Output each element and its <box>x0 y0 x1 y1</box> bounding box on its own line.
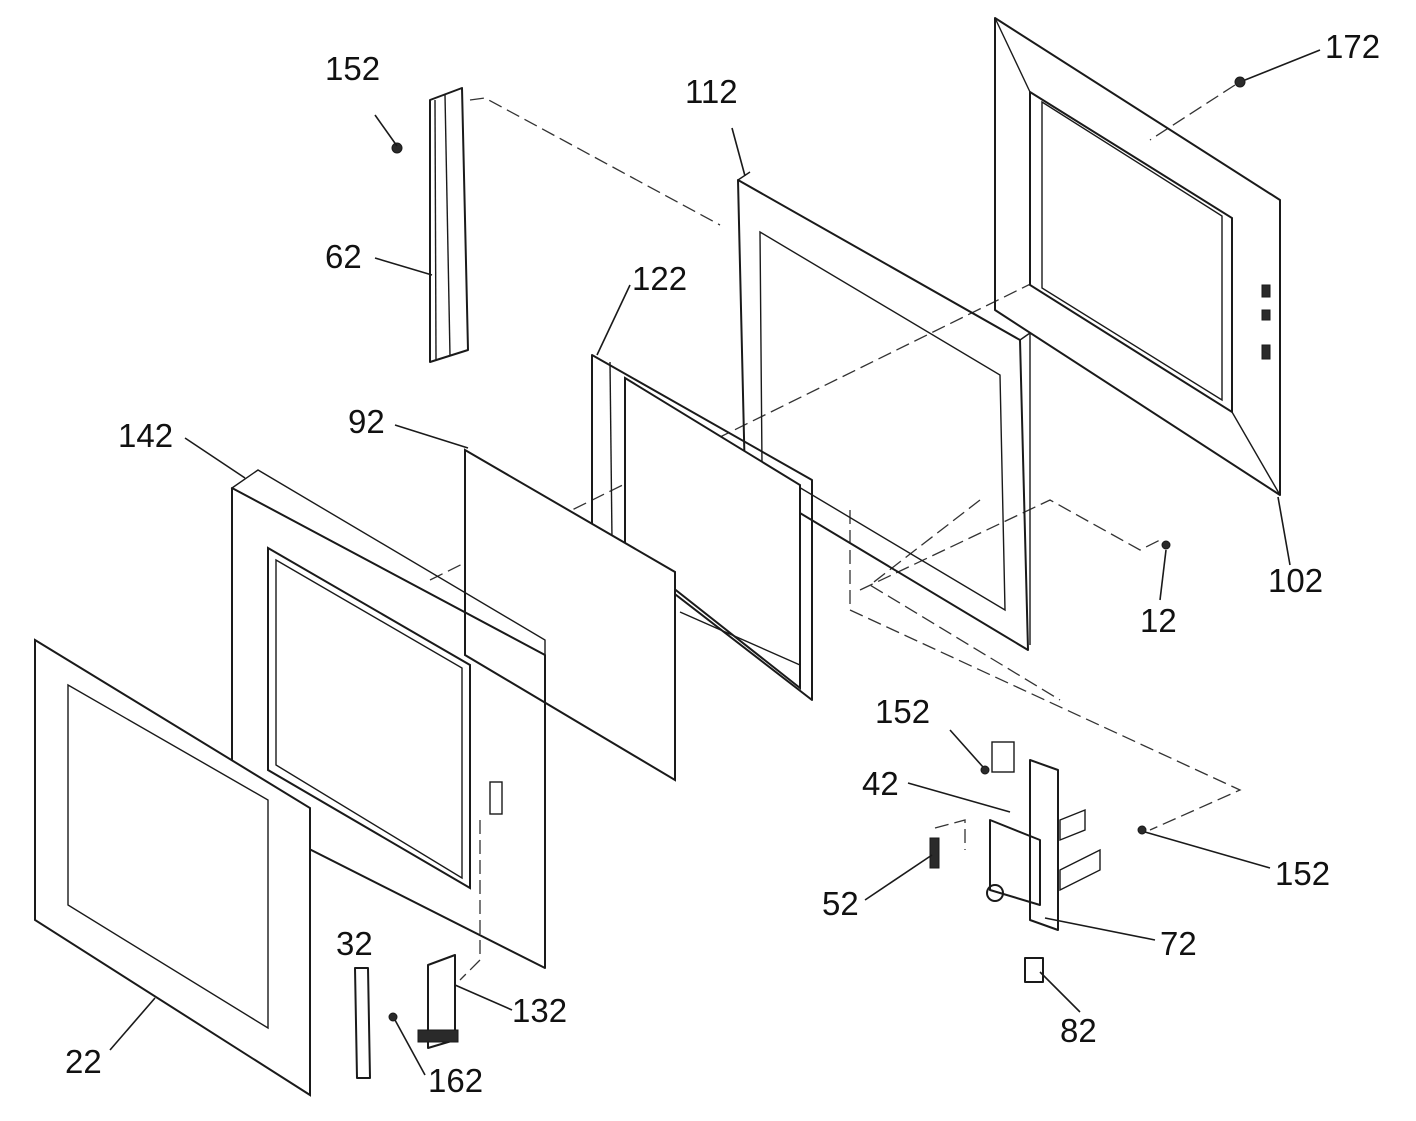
callout-152-right: 152 <box>1275 855 1330 892</box>
leader-122 <box>596 284 631 356</box>
assembly-line-hinge <box>469 97 721 226</box>
leader-152a <box>374 114 398 147</box>
leader-152b <box>949 729 984 768</box>
latch-arm-2 <box>1059 848 1101 892</box>
leader-42 <box>907 782 1011 813</box>
inner-window-divider <box>609 361 613 541</box>
frame-slot-3 <box>1261 344 1271 360</box>
leader-172 <box>1244 49 1321 81</box>
part-52-switch <box>929 837 940 869</box>
callout-labels: 172 152 112 62 122 92 142 102 12 152 42 … <box>65 28 1380 1099</box>
part-72-latch-assembly <box>986 741 1101 931</box>
latch-plate <box>1029 759 1059 931</box>
inner-door-latch-slot <box>489 781 503 815</box>
part-122-inner-window <box>591 354 813 701</box>
latch-pivot <box>986 884 1004 902</box>
callout-172: 172 <box>1325 28 1380 65</box>
outer-frame-edge <box>994 17 1031 93</box>
callout-132: 132 <box>512 992 567 1029</box>
part-132-latch-cover <box>417 954 459 1049</box>
frame-slot-1 <box>1261 284 1271 298</box>
part-32-trim-strip <box>354 967 371 1079</box>
callout-62: 62 <box>325 238 362 275</box>
leader-52 <box>864 854 933 901</box>
inner-door-top <box>230 469 546 657</box>
callout-162: 162 <box>428 1062 483 1099</box>
assembly-line-latch-2 <box>868 499 1061 701</box>
screw-152-latch <box>980 765 990 775</box>
assembly-line-lower <box>859 499 1161 591</box>
latch-cover-foot <box>417 1029 459 1043</box>
callout-22: 22 <box>65 1043 102 1080</box>
part-82-actuator <box>1024 957 1044 983</box>
callout-72: 72 <box>1160 925 1197 962</box>
leader-92 <box>394 424 469 449</box>
callout-12: 12 <box>1140 602 1177 639</box>
glass-panel <box>464 448 676 782</box>
callout-152-latch: 152 <box>875 693 930 730</box>
leader-lines <box>109 49 1321 1076</box>
leader-12 <box>1159 549 1167 601</box>
part-22-outer-glass <box>34 638 311 1097</box>
assembly-line-latch <box>849 510 1242 831</box>
assembly-line-handle <box>459 820 481 981</box>
part-102-outer-frame <box>994 17 1281 496</box>
hinge-bracket-fold <box>444 94 451 357</box>
assembly-line-52 <box>934 819 966 850</box>
inner-window-glass <box>624 376 801 691</box>
part-92-glass-panel <box>464 448 676 782</box>
screw-152-right <box>1137 825 1147 835</box>
inner-door-window-inner <box>275 558 463 880</box>
gasket-frame-depth-2 <box>1019 332 1031 341</box>
small-parts <box>388 76 1246 1022</box>
inner-window-frame <box>591 354 813 701</box>
inner-door-window <box>267 546 471 890</box>
latch-mechanism <box>989 819 1041 906</box>
callout-112: 112 <box>685 73 738 110</box>
gasket-frame-inner <box>759 230 1006 612</box>
screw-152-top <box>391 142 403 154</box>
screw-162 <box>388 1012 398 1022</box>
inner-window-bottom <box>679 611 801 666</box>
leader-102 <box>1277 496 1291 566</box>
callout-142: 142 <box>118 417 173 454</box>
leader-62 <box>374 257 433 276</box>
leader-82 <box>1039 971 1081 1013</box>
gasket-frame-outer <box>737 179 1029 651</box>
leader-22 <box>109 997 156 1051</box>
callout-42: 42 <box>862 765 899 802</box>
assembly-line-screw-172 <box>1149 84 1236 141</box>
leader-72 <box>1044 917 1156 941</box>
part-62-hinge-bracket <box>429 87 469 363</box>
leader-112 <box>731 127 746 177</box>
callout-122: 122 <box>632 260 687 297</box>
screw-172 <box>1234 76 1246 88</box>
latch-tab <box>991 741 1015 773</box>
callout-152-top: 152 <box>325 50 380 87</box>
frame-slot-2 <box>1261 309 1271 321</box>
hinge-bracket-fold-2 <box>434 99 437 361</box>
outer-glass <box>34 638 311 1097</box>
part-112-gasket-frame <box>737 171 1031 651</box>
latch-arm <box>1059 808 1086 842</box>
screw-12 <box>1161 540 1171 550</box>
leader-162 <box>394 1019 426 1076</box>
leader-152c <box>1144 831 1271 869</box>
callout-32: 32 <box>336 925 373 962</box>
outer-glass-window <box>67 683 269 1030</box>
outer-frame-edge-2 <box>1231 411 1281 496</box>
callout-102: 102 <box>1268 562 1323 599</box>
gasket-frame-depth <box>737 171 751 181</box>
leader-142 <box>184 437 246 479</box>
outer-frame-window-inner <box>1041 100 1223 402</box>
callout-92: 92 <box>348 403 385 440</box>
trim-strip <box>354 967 371 1079</box>
callout-52: 52 <box>822 885 859 922</box>
outer-frame-window <box>1029 90 1233 414</box>
leader-132 <box>454 984 513 1011</box>
part-142-inner-door <box>230 469 546 969</box>
callout-82: 82 <box>1060 1012 1097 1049</box>
